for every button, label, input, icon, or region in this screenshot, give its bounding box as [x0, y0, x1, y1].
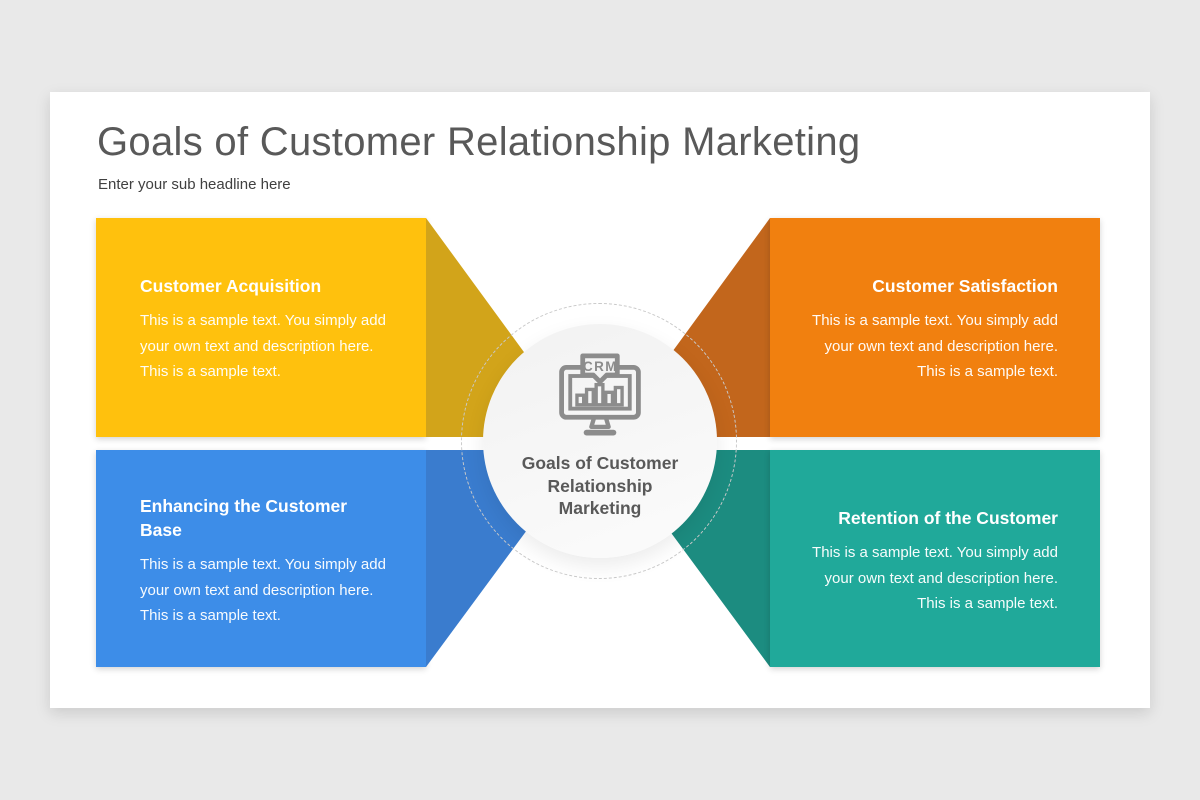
block-shape-customer-satisfaction — [770, 218, 1100, 437]
block-title: Customer Satisfaction — [872, 276, 1058, 296]
dashed-ring — [461, 303, 737, 579]
body-line: your own text and description here. — [140, 581, 374, 599]
block-body: This is a sample text. You simply add yo… — [140, 308, 420, 385]
block-body: This is a sample text. You simply add yo… — [140, 552, 420, 629]
block-content-customer-satisfaction: Customer Satisfaction This is a sample t… — [778, 274, 1058, 385]
block-title: Customer Acquisition — [140, 276, 322, 296]
block-body: This is a sample text. You simply add yo… — [778, 540, 1058, 617]
crm-tag-text: CRM — [583, 359, 618, 374]
body-line: your own text and description here. — [824, 569, 1058, 587]
center-label-line: Goals of Customer — [521, 453, 679, 473]
block-content-enhancing-customer-base: Enhancing the Customer Base This is a sa… — [140, 494, 420, 629]
body-line: This is a sample text. You simply add — [140, 312, 386, 329]
block-content-customer-acquisition: Customer Acquisition This is a sample te… — [140, 274, 420, 385]
block-shape-customer-acquisition — [96, 218, 426, 437]
block-content-retention-of-customer: Retention of the Customer This is a samp… — [778, 506, 1058, 617]
body-line: This is a sample text. You simply add — [812, 312, 1058, 329]
center-label: Goals of Customer Relationship Marketing — [522, 452, 679, 520]
body-line: This is a sample text. — [917, 595, 1058, 612]
center-label-line: Marketing — [558, 498, 642, 518]
body-line: This is a sample text. — [140, 363, 281, 380]
body-line: This is a sample text. You simply add — [140, 556, 386, 573]
block-shape-retention-of-customer — [770, 450, 1100, 667]
center-label-line: Relationship — [547, 475, 653, 496]
slide-title: Goals of Customer Relationship Marketing — [97, 120, 861, 164]
crm-monitor-chart-icon: CRM — [550, 352, 650, 453]
body-line: This is a sample text. You simply add — [812, 544, 1058, 561]
block-body: This is a sample text. You simply add yo… — [778, 308, 1058, 385]
body-line: This is a sample text. — [917, 363, 1058, 380]
block-title: Enhancing the Customer Base — [140, 496, 348, 540]
slide-subtitle: Enter your sub headline here — [98, 176, 291, 193]
block-title: Retention of the Customer — [838, 508, 1058, 528]
body-line: your own text and description here. — [824, 337, 1058, 355]
body-line: your own text and description here. — [140, 337, 374, 355]
body-line: This is a sample text. — [140, 607, 281, 624]
block-shape-enhancing-customer-base — [96, 450, 426, 667]
